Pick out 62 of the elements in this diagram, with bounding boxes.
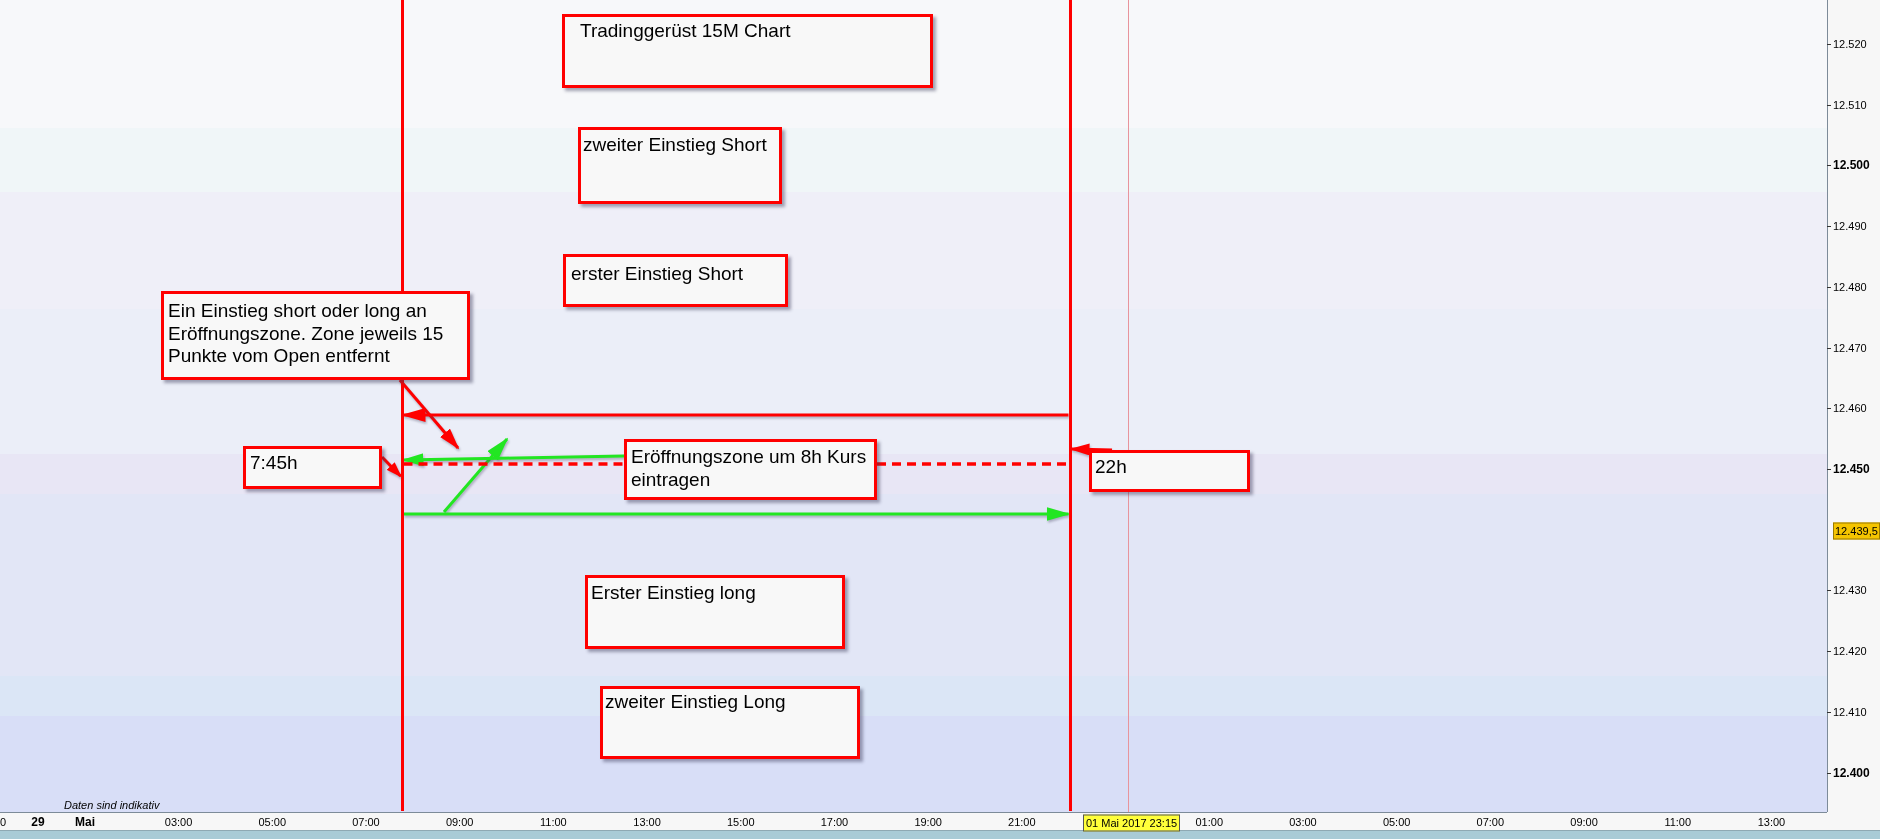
date-label: 01 Mai 2017 23:15 xyxy=(1083,814,1181,832)
tick-label: 05:00 xyxy=(1382,815,1411,829)
annotation-box xyxy=(585,575,845,649)
tick-label: 05:00 xyxy=(258,815,286,829)
annotation-text: 7:45h xyxy=(250,452,298,475)
tick-label: 12.470 xyxy=(1833,341,1867,355)
tick-label: 09:00 xyxy=(1570,815,1598,829)
tick-label: 12.480 xyxy=(1833,280,1867,294)
arrow xyxy=(401,453,625,467)
tick-label: 03:00 xyxy=(164,815,193,829)
dotted-line xyxy=(877,462,1069,466)
tick-label: 09:00 xyxy=(445,815,474,829)
arrow xyxy=(380,455,402,478)
annotation-text: Eröffnungszone um 8h Kurs eintragen xyxy=(631,446,868,492)
tick-label: 12.420 xyxy=(1833,644,1867,658)
arrow xyxy=(398,379,460,450)
tick-label: 11:00 xyxy=(540,815,567,829)
annotation-text: zweiter Einstieg Long xyxy=(605,691,786,714)
annotation-box xyxy=(624,439,877,500)
tick-label: 29 xyxy=(31,815,45,829)
tick-label: 13:00 xyxy=(1757,815,1786,829)
annotation-text: zweiter Einstieg Short xyxy=(583,134,767,157)
price-label: 12.439,5 xyxy=(1833,522,1880,540)
annotation-box xyxy=(600,686,860,759)
tick-label: 12.490 xyxy=(1833,219,1867,233)
tick-label: 11:00 xyxy=(1664,815,1692,829)
tick-label: 12.410 xyxy=(1833,705,1867,719)
dotted-line xyxy=(403,462,624,466)
tick-label: 15:00 xyxy=(727,815,755,829)
annotation-box xyxy=(563,254,788,307)
annotation-box xyxy=(161,291,470,380)
tick-label: 12.400 xyxy=(1833,766,1870,780)
annotation-box xyxy=(562,14,933,88)
tick-label: 12.520 xyxy=(1833,37,1867,51)
annotation-box xyxy=(243,446,382,489)
tick-label: 13:00 xyxy=(633,815,661,829)
arrow xyxy=(1069,443,1113,456)
tick-label: 21:00 xyxy=(1008,815,1036,829)
tick-label: 12.500 xyxy=(1833,158,1870,172)
annotation-box xyxy=(1089,450,1250,492)
tick-label: 12.460 xyxy=(1833,401,1867,415)
tick-label: Mai xyxy=(75,815,95,829)
annotation-text: Erster Einstieg long xyxy=(591,582,756,605)
annotation-text: Tradinggerüst 15M Chart xyxy=(580,20,791,43)
tick-label: 0 xyxy=(0,815,7,829)
tick-label: 19:00 xyxy=(914,815,942,829)
tick-label: 12.450 xyxy=(1833,462,1870,476)
tick-label: 12.510 xyxy=(1833,98,1867,112)
arrow xyxy=(401,408,1069,422)
tick-label: 07:00 xyxy=(352,815,380,829)
tick-label: 07:00 xyxy=(1476,815,1505,829)
annotation-text: Ein Einstieg short oder long an Eröffnungszone. Zone jeweils 15 Punkte vom Open entfernt xyxy=(168,300,445,369)
arrow xyxy=(403,507,1071,521)
annotation-box xyxy=(578,127,782,204)
annotation-text: 22h xyxy=(1095,456,1127,479)
tick-label: 03:00 xyxy=(1289,815,1317,829)
disclaimer-text: Daten sind indikativ xyxy=(64,798,160,812)
annotation-text: erster Einstieg Short xyxy=(571,263,744,286)
tick-label: 17:00 xyxy=(820,815,849,829)
tick-label: 01:00 xyxy=(1195,815,1223,829)
tick-label: 12.430 xyxy=(1833,583,1867,597)
vertical-marker-line xyxy=(1068,0,1072,811)
